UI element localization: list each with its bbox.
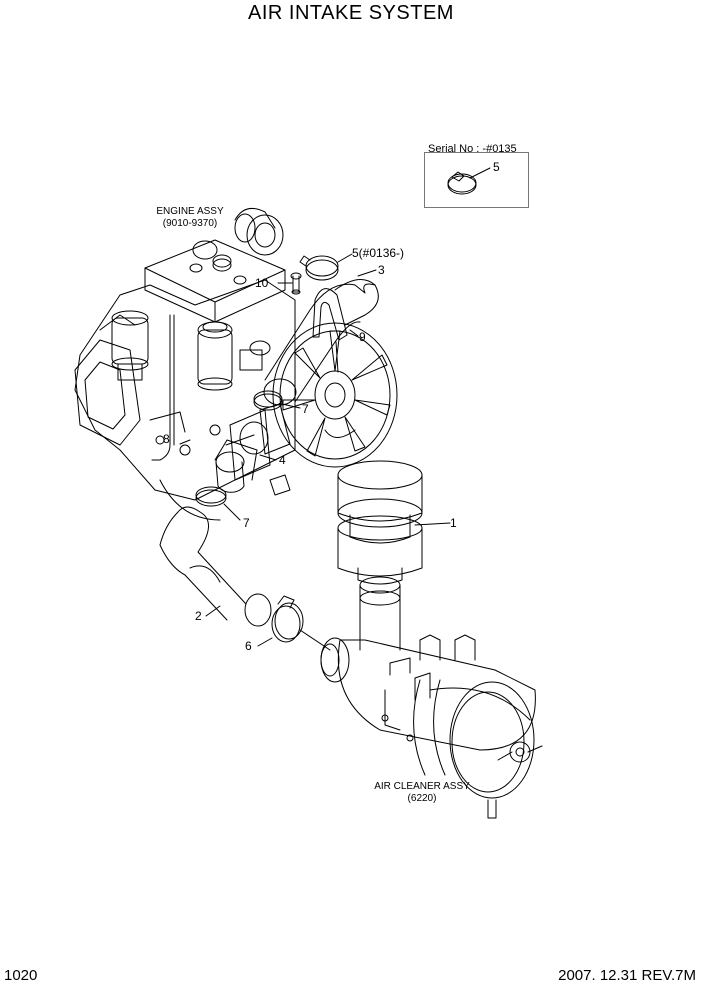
- air-cleaner-assembly-drawing: [320, 460, 543, 819]
- air-cleaner-assy-name: AIR CLEANER ASSY: [374, 781, 470, 792]
- serial-number-box: [424, 152, 529, 208]
- serial-box-clamp-drawing: [447, 167, 491, 195]
- callout-1: 1: [450, 516, 457, 530]
- callout-4: 4: [279, 453, 286, 467]
- revision-date: 2007. 12.31 REV.7M: [558, 967, 696, 984]
- engine-assembly-drawing: [74, 207, 296, 521]
- page-title: AIR INTAKE SYSTEM: [248, 2, 454, 24]
- serial-number-label: Serial No : -#0135: [428, 143, 517, 155]
- page-number: 1020: [4, 967, 38, 984]
- engine-assy-name: ENGINE ASSY: [156, 206, 224, 217]
- callout-3: 3: [378, 263, 385, 277]
- callout-8: 8: [163, 432, 170, 446]
- hose-clamp-part-7-upper-drawing: [253, 390, 301, 411]
- lower-hose-part-2-drawing: [159, 506, 272, 627]
- callout-7-upper: 7: [302, 402, 309, 416]
- engine-assy-ref: (9010-9370): [162, 218, 218, 229]
- upper-hose-clamp-part-5-drawing: [299, 253, 353, 281]
- bolt-part-10-drawing: [277, 272, 302, 295]
- air-cleaner-assy-ref: (6220): [407, 793, 437, 804]
- engine-assy-label: ENGINE ASSY (9010-9370): [150, 206, 230, 230]
- hose-clamp-part-7-lower-drawing: [195, 486, 241, 521]
- callout-9: 9: [359, 330, 366, 344]
- upper-hose-part-3-drawing: [263, 279, 379, 406]
- callout-7-lower: 7: [243, 516, 250, 530]
- callout-5-serial-0136: 5(#0136-): [352, 246, 405, 260]
- air-cleaner-assy-label: AIR CLEANER ASSY (6220): [362, 781, 482, 805]
- callout-10: 10: [255, 276, 269, 290]
- hose-clamp-part-6-drawing: [271, 595, 304, 643]
- engine-fan-drawing: [272, 322, 398, 468]
- callout-2: 2: [195, 609, 202, 623]
- callout-6: 6: [245, 639, 252, 653]
- serial-box-part-number: 5: [493, 160, 500, 174]
